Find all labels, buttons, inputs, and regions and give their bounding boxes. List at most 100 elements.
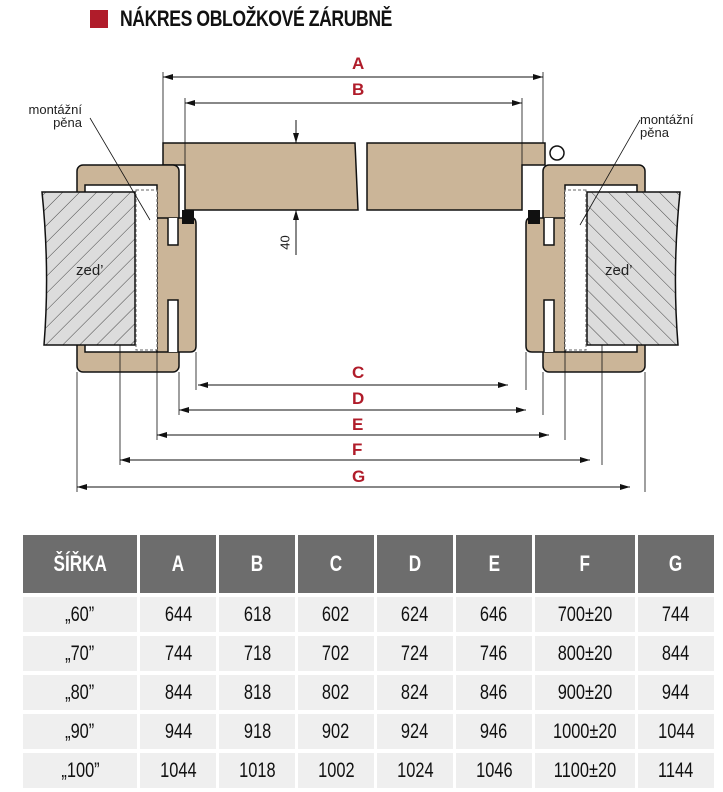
table-cell: 844: [638, 636, 714, 671]
column-header-label: G: [669, 551, 683, 576]
cell-value: 1024: [396, 758, 434, 782]
dimension-lines: [76, 72, 646, 492]
table-cell: „100”: [23, 753, 138, 788]
table-cell: 1100±20: [534, 753, 636, 788]
right-frame: [525, 164, 681, 373]
table-row: „80” 844 818 802 824 846 900±20 944: [23, 675, 714, 710]
table-cell: 824: [376, 675, 453, 710]
title-bullet: [90, 10, 108, 28]
table-cell: 1044: [140, 753, 217, 788]
cell-value: 646: [480, 602, 508, 626]
cell-value: 900±20: [557, 680, 613, 704]
cell-value: „60”: [65, 602, 95, 626]
table-cell: 918: [219, 714, 296, 749]
cell-value: 1000±20: [553, 719, 617, 743]
column-header: F: [534, 535, 636, 593]
cell-value: 700±20: [557, 602, 613, 626]
table-cell: 744: [638, 597, 714, 632]
column-header: G: [638, 535, 714, 593]
cell-value: 1100±20: [553, 758, 617, 782]
table-cell: 1046: [455, 753, 532, 788]
door-leaf: [162, 142, 359, 211]
column-header-label: F: [579, 551, 591, 576]
table-cell: „60”: [23, 597, 138, 632]
column-header: B: [219, 535, 296, 593]
dimension-label-a: A: [352, 54, 365, 73]
table-cell: 702: [298, 636, 374, 671]
table-cell: 644: [140, 597, 217, 632]
table-cell: 724: [376, 636, 453, 671]
table-cell: 846: [455, 675, 532, 710]
table-cell: 624: [376, 597, 453, 632]
cell-value: 702: [322, 641, 350, 665]
table-cell: „80”: [23, 675, 138, 710]
table-cell: 844: [140, 675, 217, 710]
column-header-label: C: [329, 551, 343, 576]
left-frame: [41, 164, 197, 373]
cell-value: 644: [164, 602, 192, 626]
column-header: D: [376, 535, 453, 593]
dimension-label-d: D: [352, 389, 365, 408]
wall-label-left: zed’: [76, 262, 104, 279]
dimension-label-c: C: [352, 363, 365, 382]
table-cell: 902: [298, 714, 374, 749]
table-cell: 744: [140, 636, 217, 671]
cell-value: 924: [401, 719, 429, 743]
cell-value: 618: [243, 602, 271, 626]
table-cell: 746: [455, 636, 532, 671]
table-cell: 646: [455, 597, 532, 632]
cell-value: 1044: [657, 719, 695, 743]
table-cell: 924: [376, 714, 453, 749]
table-cell: 1044: [638, 714, 714, 749]
dimension-label-f: F: [352, 440, 363, 459]
cell-value: 818: [243, 680, 271, 704]
dimension-label-b: B: [352, 80, 365, 99]
column-header-label: ŠÍŘKA: [53, 551, 107, 576]
cell-value: 602: [322, 602, 350, 626]
table-cell: 944: [140, 714, 217, 749]
cell-value: 944: [164, 719, 192, 743]
cell-value: „90”: [65, 719, 95, 743]
cell-value: „80”: [65, 680, 95, 704]
table-cell: 1000±20: [534, 714, 636, 749]
column-header: A: [140, 535, 217, 593]
cell-value: 844: [164, 680, 192, 704]
table-row: „70” 744 718 702 724 746 800±20 844: [23, 636, 714, 671]
cell-value: 844: [662, 641, 690, 665]
door-leaf-right: [366, 142, 546, 211]
cell-value: 744: [164, 641, 192, 665]
cell-value: 1046: [475, 758, 513, 782]
cell-value: 1144: [658, 758, 694, 782]
column-header: ŠÍŘKA: [23, 535, 138, 593]
cell-value: 746: [480, 641, 508, 665]
cell-value: 1044: [159, 758, 197, 782]
table-row: „60” 644 618 602 624 646 700±20 744: [23, 597, 714, 632]
table-cell: 700±20: [534, 597, 636, 632]
cell-value: 902: [322, 719, 350, 743]
cell-value: 1002: [317, 758, 355, 782]
table-cell: 1018: [219, 753, 296, 788]
table-cell: 718: [219, 636, 296, 671]
table-cell: 618: [219, 597, 296, 632]
cell-value: 944: [662, 680, 690, 704]
cell-value: 846: [480, 680, 508, 704]
cell-value: 802: [322, 680, 350, 704]
table-cell: 946: [455, 714, 532, 749]
column-header: C: [298, 535, 374, 593]
cell-value: 824: [401, 680, 429, 704]
cell-value: 800±20: [557, 641, 613, 665]
dimension-label-e: E: [352, 415, 364, 434]
table-cell: „70”: [23, 636, 138, 671]
table-cell: 1024: [376, 753, 453, 788]
cell-value: 918: [243, 719, 271, 743]
cell-value: 718: [243, 641, 271, 665]
wall-label-right: zed’: [605, 262, 633, 279]
table-cell: 1002: [298, 753, 374, 788]
column-header-label: A: [171, 551, 185, 576]
cell-value: 624: [401, 602, 429, 626]
table-cell: 818: [219, 675, 296, 710]
cell-value: „70”: [65, 641, 95, 665]
